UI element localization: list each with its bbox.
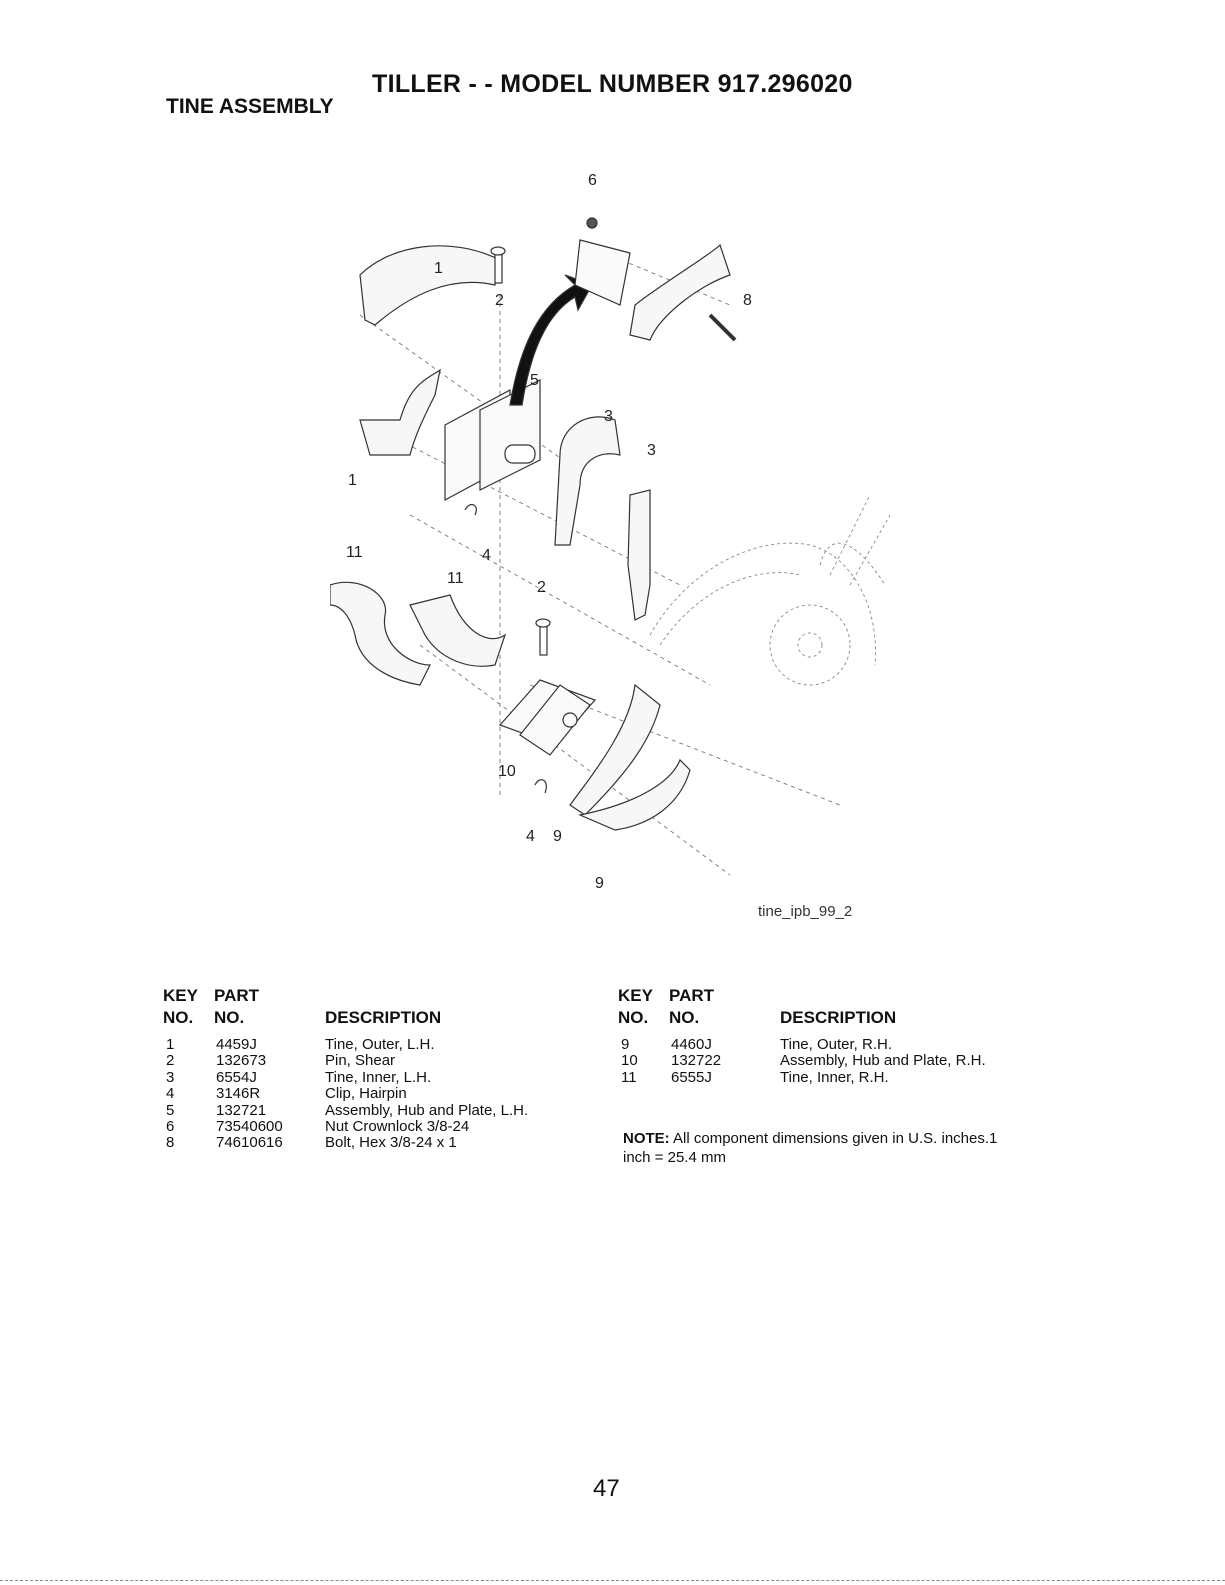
callout-6: 6 [588,172,597,189]
col-part-header: PART [669,986,715,1005]
cell-description: Bolt, Hex 3/8-24 x 1 [325,1134,457,1152]
callout-10: 10 [498,763,516,780]
callout-1a: 1 [434,260,443,277]
callout-3b: 3 [647,442,656,459]
col-key-header: KEY [618,986,653,1005]
col-part-no-header: NO. [669,1008,700,1027]
cell-part: 3146R [216,1085,261,1103]
dimensions-note: NOTE: All component dimensions given in … [623,1129,1023,1167]
outer-tine-rh-upper [629,243,731,341]
outer-tine-rh-b [577,758,691,831]
cell-key: 8 [166,1134,175,1152]
inner-tine-rh-b [409,594,507,667]
inner-tine-lh-a [554,416,621,546]
cell-part: 132673 [216,1052,267,1070]
callout-labels: 6 1 2 8 5 3 3 1 11 4 11 2 10 4 9 9 [346,172,752,892]
rotation-arrow [509,274,593,406]
callout-5: 5 [530,372,539,389]
inner-tine-rh-a [330,581,431,686]
cell-part: 4459J [216,1036,257,1053]
cell-description: Tine, Inner, R.H. [780,1068,889,1086]
col-description-header: DESCRIPTION [325,1008,442,1027]
inner-tine-lh-b [627,489,651,621]
hairpin-clip-lower [534,779,547,794]
page-title: TILLER - - MODEL NUMBER 917.296020 [372,70,853,98]
col-key-header: KEY [163,986,198,1005]
cell-key: 11 [621,1068,637,1086]
cell-key: 2 [166,1052,175,1070]
cell-part: 74610616 [216,1134,283,1152]
cell-description: Assembly, Hub and Plate, L.H. [325,1101,529,1119]
callout-9b: 9 [595,875,604,892]
col-part-no-header: NO. [214,1008,245,1027]
cell-part: 132722 [671,1052,722,1070]
section-title: TINE ASSEMBLY [166,95,334,118]
outer-tine-lh-lower [359,368,441,456]
col-part-header: PART [214,986,260,1005]
hex-bolt [708,313,737,342]
cell-part: 6554J [216,1068,257,1086]
crownlock-nut [586,217,598,229]
callout-3a: 3 [604,408,613,425]
cell-part: 4460J [671,1036,712,1053]
callout-8: 8 [743,292,752,309]
col-key-no-header: NO. [618,1008,649,1027]
cell-part: 73540600 [216,1118,283,1135]
cell-description: Clip, Hairpin [325,1085,407,1103]
shear-pin-upper [494,252,503,284]
callout-2a: 2 [495,292,504,309]
cell-description: Tine, Outer, L.H. [325,1036,435,1053]
cell-key: 5 [166,1101,175,1119]
cell-key: 4 [166,1085,175,1103]
hairpin-clip-upper [464,503,477,516]
tine-assembly-diagram: 6 1 2 8 5 3 3 1 11 4 11 2 10 4 9 9 [330,172,890,892]
callout-11a: 11 [346,544,363,561]
col-key-no-header: NO. [163,1008,194,1027]
cell-key: 6 [166,1118,175,1135]
callout-4b: 4 [526,828,535,845]
cell-description: Assembly, Hub and Plate, R.H. [780,1052,986,1070]
note-text: All component dimensions given in U.S. i… [623,1130,998,1166]
cell-part: 132721 [216,1101,267,1119]
cell-key: 3 [166,1068,175,1086]
cell-description: Tine, Outer, R.H. [780,1036,892,1053]
cell-description: Nut Crownlock 3/8-24 [325,1118,470,1135]
callout-9a: 9 [553,828,562,845]
figure-id: tine_ipb_99_2 [758,903,853,920]
cell-key: 1 [166,1036,175,1053]
col-description-header: DESCRIPTION [780,1008,897,1027]
callout-11b: 11 [447,570,464,587]
cell-part: 6555J [671,1068,712,1086]
callout-2b: 2 [537,579,546,596]
shear-pin-lower [539,624,548,656]
callout-4a: 4 [482,547,491,564]
page-bottom-rule [0,1580,1225,1581]
outer-tine-rh-a [569,683,661,816]
tiller-housing [649,494,890,686]
cell-description: Pin, Shear [325,1052,396,1070]
cell-key: 9 [621,1036,630,1053]
page-number: 47 [593,1475,620,1502]
outer-tine-lh-upper [359,245,501,326]
cell-key: 10 [621,1052,638,1070]
note-label: NOTE: [623,1130,670,1147]
callout-1b: 1 [348,472,357,489]
cell-description: Tine, Inner, L.H. [325,1068,432,1086]
